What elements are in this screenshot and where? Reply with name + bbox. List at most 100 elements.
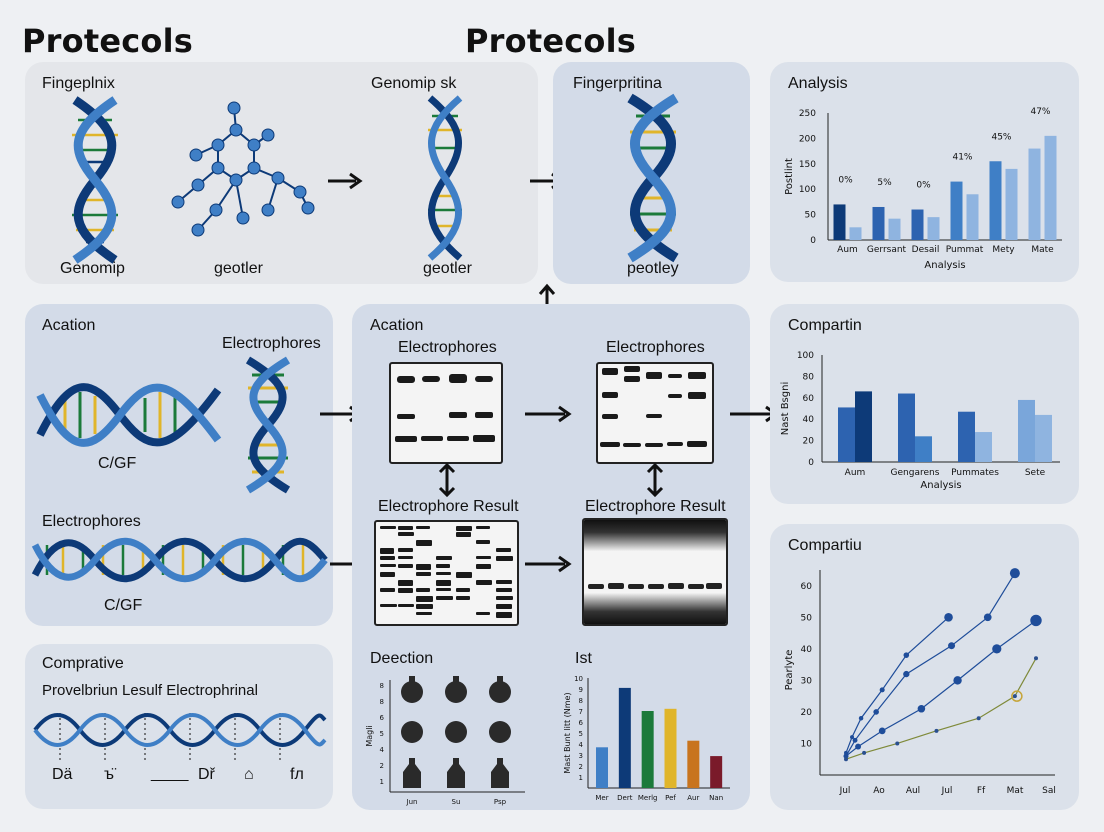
gel-band	[398, 526, 413, 530]
bar	[849, 227, 862, 240]
dna-horizontal-icon	[36, 383, 222, 447]
data-point	[858, 715, 864, 721]
x-tick-label: Psp	[494, 798, 507, 806]
symbol-4: Dř	[198, 766, 215, 783]
bar	[872, 206, 885, 240]
result2-label: Electrophore Result	[585, 498, 726, 515]
genome-label: Genomip sk	[371, 75, 457, 92]
data-label: 0%	[838, 175, 853, 185]
gel-band	[476, 564, 491, 569]
gel-band	[456, 572, 472, 578]
bar	[898, 393, 915, 462]
symbol-2: ъ̈	[104, 766, 114, 783]
y-tick-label: 1	[380, 778, 384, 786]
data-point	[917, 704, 926, 713]
gel-band	[456, 532, 471, 537]
gel-band	[436, 556, 452, 560]
y-tick-label: 100	[799, 185, 816, 195]
gel-band	[496, 596, 513, 600]
gel-band	[398, 604, 414, 607]
electrophores-section-label: Electrophores	[42, 513, 141, 530]
gel-band	[436, 572, 451, 575]
data-point	[903, 652, 910, 658]
x-tick-label: Pef	[665, 794, 676, 802]
data-point	[852, 737, 858, 743]
gel-band	[436, 580, 451, 586]
bar	[687, 740, 700, 788]
x-tick-label: Desail	[912, 245, 940, 255]
y-tick-label: 0	[810, 236, 816, 246]
data-point	[934, 728, 939, 733]
analysis-chart-panel	[770, 62, 1079, 282]
gel-band	[496, 612, 512, 618]
symbol-1: Dä	[52, 766, 73, 783]
compartin-chart-title: Compartin	[788, 317, 862, 334]
y-tick-label: 2	[579, 763, 583, 771]
arrow-right-icon	[328, 172, 363, 190]
y-tick-label: 8	[380, 698, 384, 706]
y-tick-label: 6	[579, 719, 584, 727]
gel-band	[416, 572, 431, 576]
compartiu-chart-panel	[770, 524, 1079, 810]
gel-band	[416, 604, 433, 609]
x-tick-label: Ao	[873, 786, 885, 796]
bar	[641, 711, 654, 788]
data-point	[879, 687, 885, 693]
bar	[989, 161, 1002, 240]
x-tick-label: Mat	[1007, 786, 1024, 796]
detection-marker	[401, 681, 423, 703]
y-tick-label: 9	[579, 686, 583, 694]
comparative-label: Comprative	[42, 655, 124, 672]
series-line	[845, 658, 1037, 760]
detection-marker	[491, 758, 509, 788]
arrow-right-icon	[525, 405, 572, 423]
gel-band	[496, 588, 512, 592]
fingerprint-panel-label: Fingerpritina	[573, 75, 662, 92]
y-tick-label: 100	[797, 351, 814, 361]
gel-band	[380, 588, 395, 592]
y-axis-title: Magli	[365, 725, 374, 746]
x-tick-label: Mety	[992, 245, 1015, 255]
y-tick-label: 7	[579, 708, 583, 716]
x-tick-label: Dert	[617, 794, 633, 802]
gel2-label: Electrophores	[606, 339, 705, 356]
data-label: 47%	[1030, 107, 1050, 117]
gel-band	[398, 588, 413, 593]
symbol-3: ⸻	[150, 772, 190, 789]
x-tick-label: Pummat	[946, 245, 984, 255]
gel-band	[476, 612, 490, 615]
y-tick-label: 3	[579, 752, 583, 760]
series-line	[845, 616, 949, 754]
bar	[710, 756, 723, 788]
analysis-bar-chart: 050100150200250PostlintAnalysisAum0%Gerr…	[784, 107, 1062, 271]
y-tick-label: 40	[803, 415, 815, 425]
bar	[911, 209, 924, 240]
detection-marker	[409, 676, 415, 682]
gel-band	[496, 604, 512, 609]
gel-band	[416, 526, 430, 529]
electrophoresis-gel	[389, 362, 503, 464]
cgf-caption-2: C/GF	[104, 597, 143, 614]
page-title-left: Protecols	[22, 22, 193, 60]
symbol-6: fл	[290, 766, 304, 783]
gel-band	[496, 580, 512, 584]
gel-band	[398, 564, 413, 568]
bar	[1028, 148, 1041, 240]
data-point	[1012, 694, 1017, 699]
data-point	[855, 743, 862, 750]
symbol-5: ⌂	[244, 766, 254, 783]
detection-marker	[401, 721, 423, 743]
y-tick-label: 50	[805, 211, 817, 221]
y-axis-title: Postlint	[784, 158, 795, 195]
cgf-caption: C/GF	[98, 455, 137, 472]
dna-helix-icon	[72, 96, 118, 264]
y-tick-label: 30	[801, 676, 813, 686]
bar	[618, 687, 631, 788]
fingerprint-caption: peotley	[627, 260, 679, 277]
x-tick-label: Aum	[837, 245, 858, 255]
data-point	[843, 753, 849, 759]
bar	[927, 217, 940, 240]
detection-marker	[489, 721, 511, 743]
